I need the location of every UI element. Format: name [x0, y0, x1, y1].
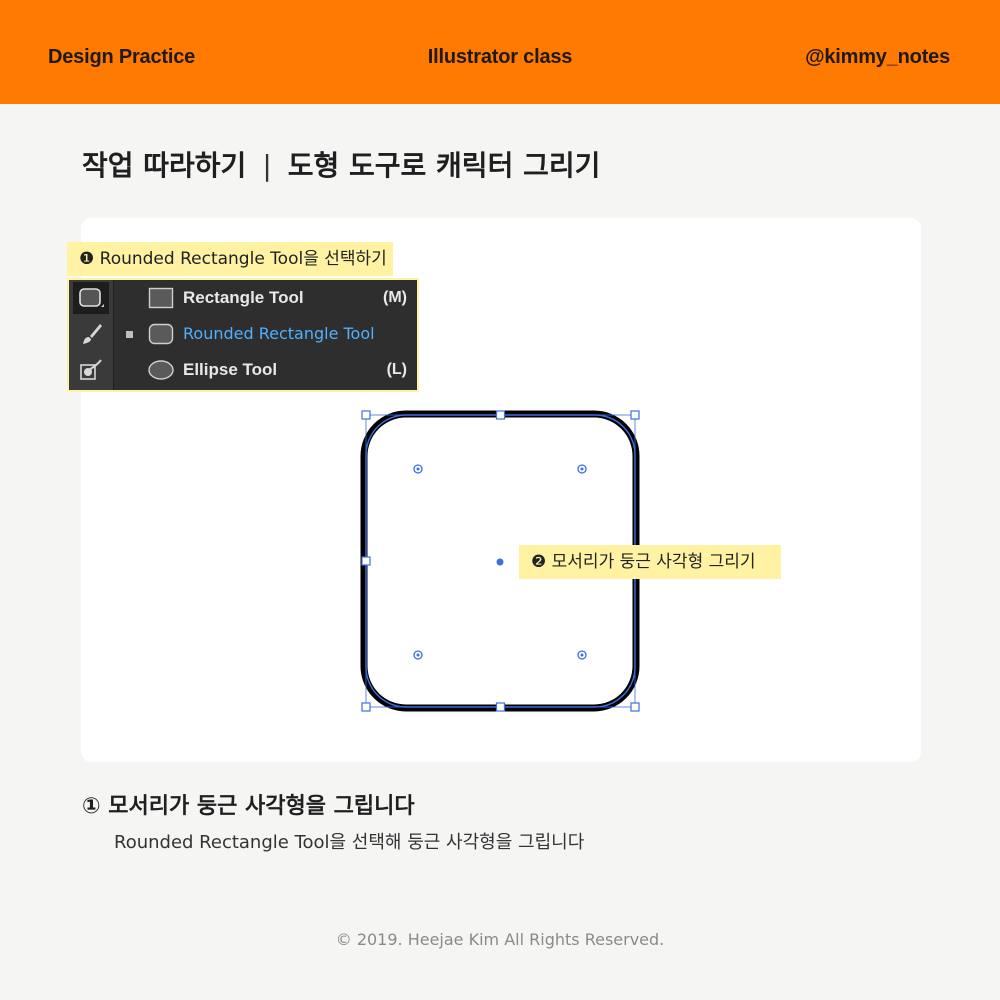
tool-flyout-menu: Rectangle Tool (M) Rounded Rectangle Too…: [67, 278, 419, 392]
rounded-rectangle-tool-button[interactable]: [73, 282, 109, 314]
corner-widget-bottom-left[interactable]: [413, 650, 423, 660]
paintbrush-tool-button[interactable]: [73, 318, 109, 350]
center-point: [496, 558, 504, 566]
menu-item-rounded-rectangle-tool[interactable]: Rounded Rectangle Tool: [113, 316, 417, 352]
handle-bottom-left[interactable]: [361, 702, 371, 712]
handle-top-center[interactable]: [495, 410, 506, 420]
ellipse-icon: [148, 360, 174, 380]
handle-bottom-right[interactable]: [630, 702, 640, 712]
tool-flyout-panel: Rectangle Tool (M) Rounded Rectangle Too…: [69, 280, 417, 390]
selection-handles[interactable]: [361, 410, 640, 712]
corner-widget-top-left[interactable]: [413, 464, 423, 474]
paintbrush-icon: [83, 324, 102, 344]
menu-item-shortcut: (M): [383, 289, 407, 306]
rounded-rectangle-icon: [148, 323, 174, 345]
handle-middle-left[interactable]: [361, 556, 371, 566]
corner-radius-widgets[interactable]: [413, 464, 587, 660]
step2-callout: ❷ 모서리가 둥근 사각형 그리기: [519, 545, 781, 579]
handle-bottom-center[interactable]: [495, 702, 506, 712]
toolbar-strip: [69, 280, 114, 390]
copyright-footer: © 2019. Heejae Kim All Rights Reserved.: [335, 930, 665, 949]
corner-widget-dot: [416, 653, 420, 657]
caption-title: ① 모서리가 둥근 사각형을 그립니다: [82, 794, 415, 819]
header-bar: Design Practice Illustrator class @kimmy…: [0, 0, 1000, 104]
menu-item-label: Rectangle Tool: [183, 288, 304, 307]
rectangle-icon: [148, 287, 174, 309]
step1-callout: ❶ Rounded Rectangle Tool을 선택하기: [67, 242, 393, 276]
shaper-icon: [80, 359, 102, 380]
header-left-text: Design Practice: [48, 46, 196, 68]
menu-item-rectangle-tool[interactable]: Rectangle Tool (M): [113, 280, 417, 316]
menu-item-label: Ellipse Tool: [183, 360, 278, 379]
menu-item-shortcut: (L): [386, 361, 407, 378]
corner-widget-dot: [416, 467, 420, 471]
corner-widget-dot: [580, 653, 584, 657]
shaper-tool-button[interactable]: [73, 354, 109, 386]
handle-top-right[interactable]: [630, 410, 640, 420]
rounded-rectangle-icon: [79, 288, 104, 307]
header-right-text: @kimmy_notes: [805, 46, 950, 68]
caption-subtitle: Rounded Rectangle Tool을 선택해 둥근 사각형을 그립니다: [114, 832, 585, 853]
corner-widget-top-right[interactable]: [577, 464, 587, 474]
corner-widget-dot: [580, 467, 584, 471]
selected-indicator: [126, 331, 133, 338]
page-title-part2: 도형 도구로 캐릭터 그리기: [287, 149, 601, 182]
page-title: 작업 따라하기 | 도형 도구로 캐릭터 그리기: [82, 144, 600, 184]
page-title-part1: 작업 따라하기: [82, 149, 247, 182]
menu-item-ellipse-tool[interactable]: Ellipse Tool (L): [113, 352, 417, 388]
menu-item-label: Rounded Rectangle Tool: [183, 324, 375, 343]
handle-top-left[interactable]: [361, 410, 371, 420]
page-title-separator: |: [262, 149, 272, 182]
header-center-text: Illustrator class: [427, 46, 573, 68]
corner-widget-bottom-right[interactable]: [577, 650, 587, 660]
